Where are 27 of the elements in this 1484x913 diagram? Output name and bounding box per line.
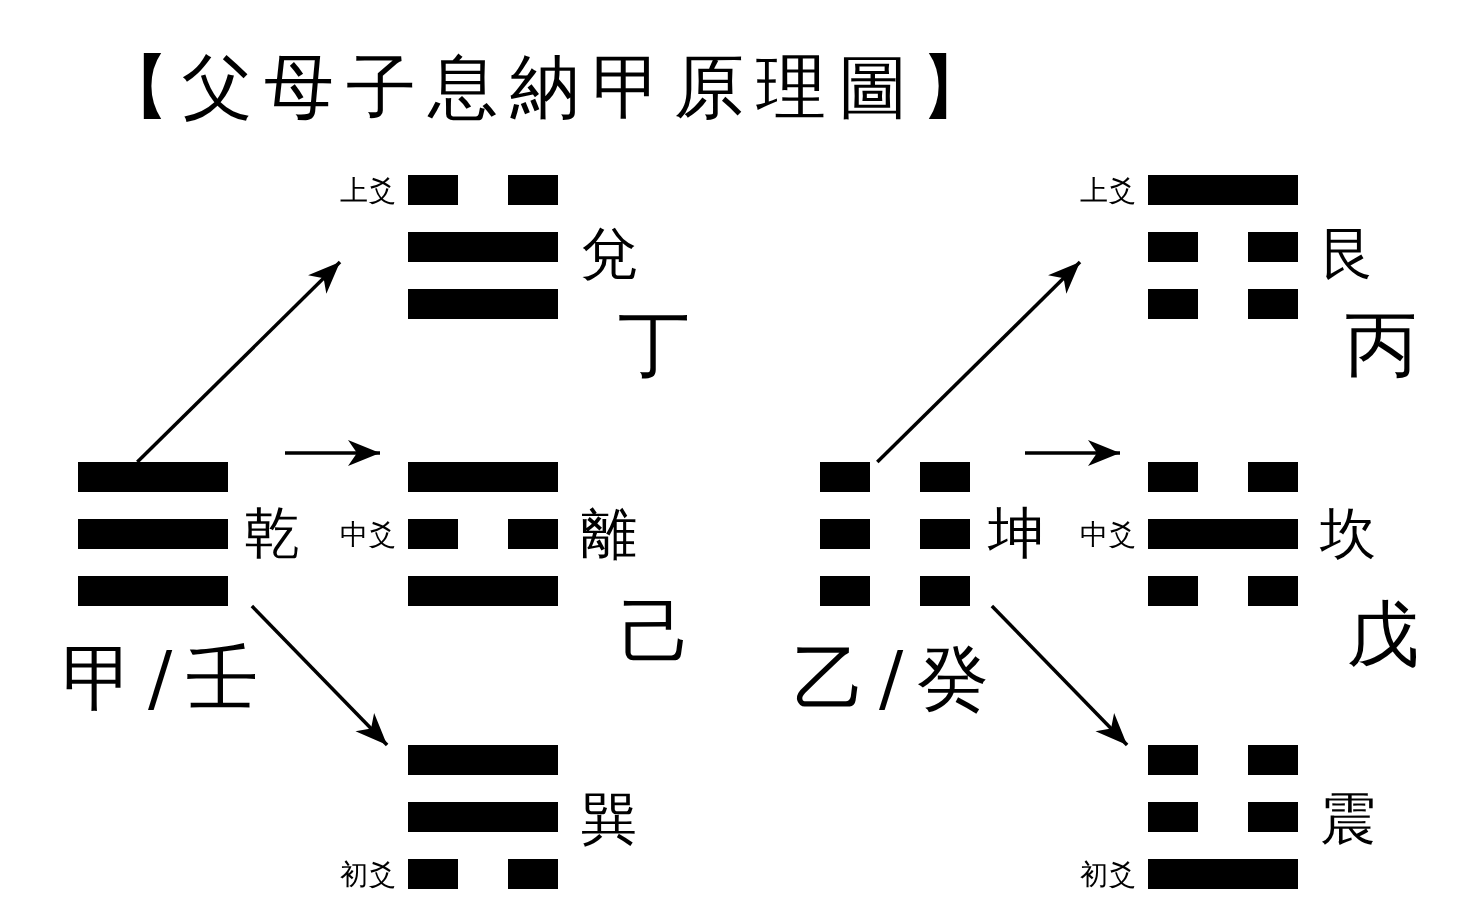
arrow	[1025, 440, 1120, 466]
arrow	[876, 260, 1082, 464]
trigram-label: 乾	[244, 505, 300, 561]
line-position-label: 初爻	[340, 861, 396, 889]
title: 【父母子息納甲原理圖】	[100, 52, 1002, 122]
trigram-label: 艮	[1320, 226, 1376, 282]
line-position-label: 中爻	[1080, 521, 1136, 549]
stem-label: 甲/壬	[62, 642, 273, 714]
line-position-label: 上爻	[340, 177, 396, 205]
trigram-label: 兌	[581, 226, 637, 282]
arrow	[250, 604, 389, 747]
line-position-label: 中爻	[340, 521, 396, 549]
arrow	[285, 440, 380, 466]
line-position-label: 初爻	[1080, 861, 1136, 889]
trigram-label: 離	[581, 506, 637, 562]
stem-label: 丁	[618, 308, 690, 380]
arrow	[136, 260, 342, 464]
stem-label: 乙/癸	[793, 642, 1004, 714]
stem-label: 丙	[1345, 308, 1417, 380]
trigram-label: 震	[1320, 791, 1376, 847]
arrow	[990, 604, 1129, 747]
stem-label: 己	[620, 596, 692, 668]
stem-label: 戊	[1347, 598, 1419, 670]
trigram-label: 坎	[1320, 506, 1376, 562]
trigram-label: 巽	[581, 791, 637, 847]
line-position-label: 上爻	[1080, 177, 1136, 205]
trigram-label: 坤	[988, 505, 1044, 561]
